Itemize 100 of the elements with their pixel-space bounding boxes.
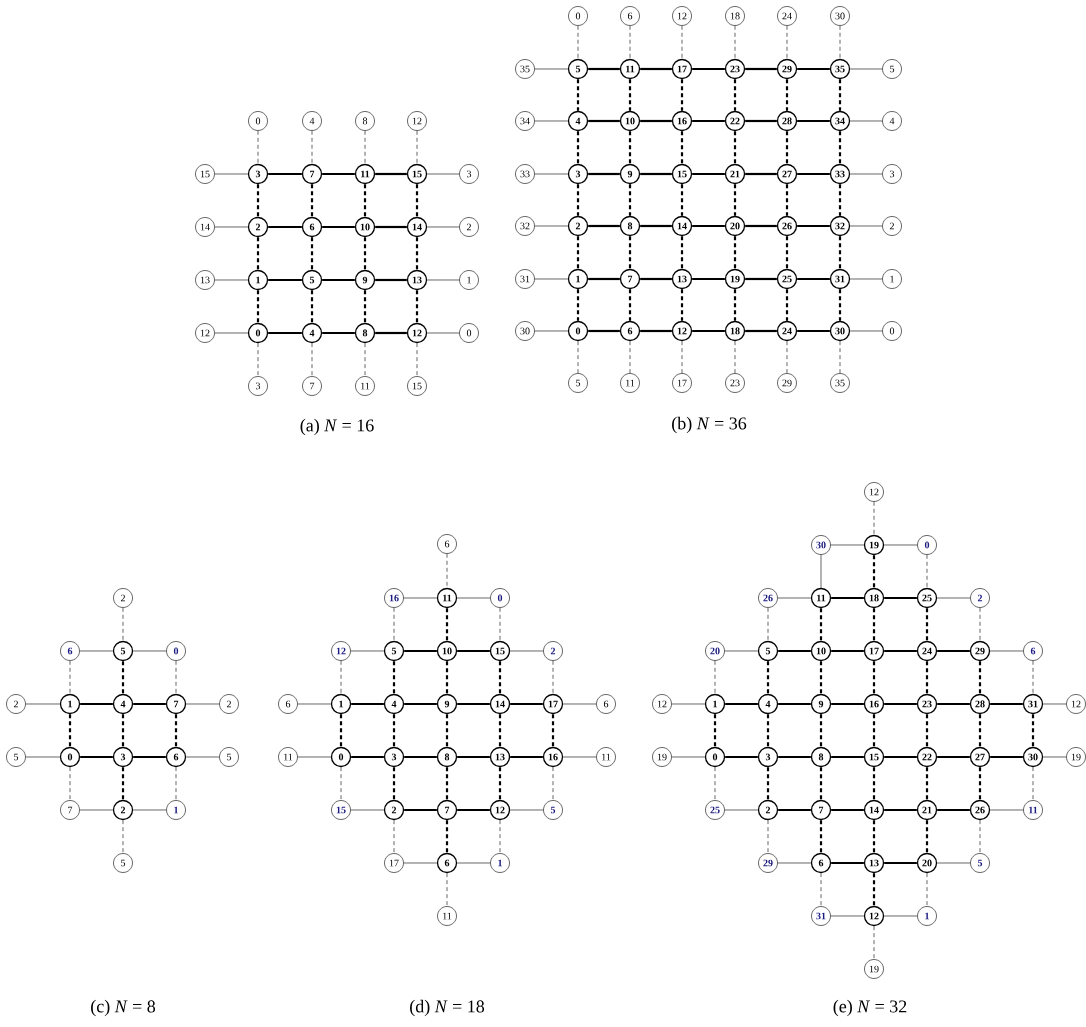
edge-line xyxy=(680,184,684,216)
edge-line xyxy=(831,596,864,600)
edge-line xyxy=(628,131,632,164)
edge-line xyxy=(351,702,384,706)
edge-line xyxy=(849,120,883,122)
edge-line xyxy=(797,67,830,71)
edge-line xyxy=(819,767,823,800)
edge-line xyxy=(1031,714,1035,747)
edge-line xyxy=(416,130,418,165)
caption: (e) N = 32 xyxy=(833,999,907,1017)
edge-line xyxy=(671,756,706,758)
edge-line xyxy=(989,809,1024,811)
edge-line xyxy=(445,714,449,747)
edge-line xyxy=(785,79,789,111)
edge-line xyxy=(820,872,822,907)
edge-line xyxy=(310,237,314,270)
caption: (c) N = 8 xyxy=(91,999,156,1017)
edge-line xyxy=(498,661,502,694)
edge-line xyxy=(426,279,460,281)
edge-line xyxy=(786,340,788,374)
edge-line xyxy=(797,172,830,176)
edge-line xyxy=(724,809,759,811)
edge-line xyxy=(375,278,407,282)
edge-line xyxy=(393,819,395,854)
edge-line xyxy=(838,79,842,111)
edge-line xyxy=(873,925,875,960)
edge-line xyxy=(786,25,788,60)
edge-line xyxy=(640,329,672,333)
edge-line xyxy=(392,714,396,747)
edge-line xyxy=(340,766,342,801)
edge-line xyxy=(1042,756,1067,758)
edge-line xyxy=(185,756,220,758)
edge-line xyxy=(692,277,725,281)
edge-line xyxy=(404,755,437,759)
edge-line xyxy=(322,172,355,176)
edge-line xyxy=(640,277,672,281)
edge-line xyxy=(937,755,970,759)
edge-line xyxy=(785,289,789,321)
edge-line xyxy=(838,131,842,164)
edge-line xyxy=(509,809,544,811)
edge-line xyxy=(936,597,971,599)
edge-line xyxy=(311,342,313,377)
edge-line xyxy=(989,650,1024,652)
edge-line xyxy=(445,820,449,853)
edge-line xyxy=(937,808,970,812)
edge-line xyxy=(214,332,249,334)
edge-line xyxy=(257,130,259,165)
edge-line xyxy=(838,289,842,321)
edge-line xyxy=(403,597,438,599)
edge-line xyxy=(714,660,716,695)
edge-line xyxy=(872,873,876,906)
edge-line xyxy=(778,808,811,812)
edge-line xyxy=(884,861,917,865)
caption: (a) N = 16 xyxy=(300,418,374,436)
edge-line xyxy=(692,67,725,71)
edge-line xyxy=(322,225,355,229)
edge-line xyxy=(375,331,407,335)
edge-line xyxy=(733,131,737,164)
edge-line xyxy=(562,756,597,758)
edge-line xyxy=(849,68,883,70)
edge-line xyxy=(831,755,864,759)
edge-line xyxy=(588,172,620,176)
edge-line xyxy=(872,661,876,694)
edge-line xyxy=(734,340,736,374)
edge-line xyxy=(692,172,725,176)
edge-line xyxy=(445,661,449,694)
edge-line xyxy=(725,755,758,759)
edge-line xyxy=(499,607,501,642)
edge-line xyxy=(576,184,580,216)
edge-line xyxy=(256,184,260,217)
edge-line xyxy=(745,277,777,281)
edge-line xyxy=(297,756,332,758)
edge-line xyxy=(872,820,876,853)
edge-line xyxy=(785,184,789,216)
edge-line xyxy=(174,714,178,747)
edge-line xyxy=(552,660,554,695)
edge-line xyxy=(79,809,114,811)
edge-line xyxy=(25,703,61,705)
edge-line xyxy=(872,608,876,641)
edge-line xyxy=(121,767,125,800)
edge-line xyxy=(884,808,917,812)
edge-line xyxy=(551,714,555,747)
edge-line xyxy=(797,277,830,281)
edge-line xyxy=(692,119,725,123)
edge-line xyxy=(69,766,71,801)
edge-line xyxy=(510,702,543,706)
edge-line xyxy=(734,25,736,60)
edge-line xyxy=(797,119,830,123)
edge-line xyxy=(681,25,683,60)
edge-line xyxy=(937,702,970,706)
edge-line xyxy=(350,650,385,652)
edge-line xyxy=(257,342,259,377)
edge-line xyxy=(375,225,407,229)
edge-line xyxy=(175,660,177,695)
edge-line xyxy=(831,649,864,653)
edge-line xyxy=(849,330,883,332)
edge-line xyxy=(393,607,395,642)
edge-line xyxy=(724,650,759,652)
edge-line xyxy=(456,597,491,599)
edge-line xyxy=(534,68,569,70)
